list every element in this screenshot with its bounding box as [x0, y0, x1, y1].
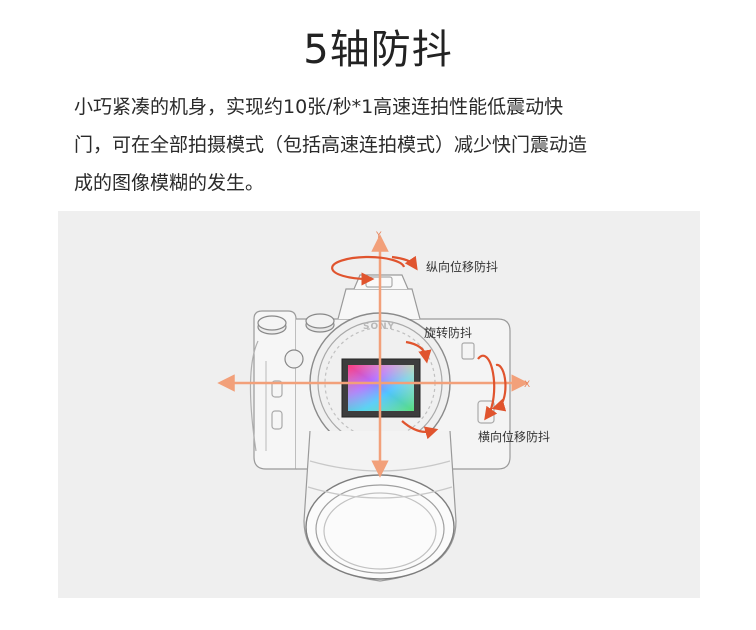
- rotation-label: 旋转防抖: [424, 325, 472, 340]
- description-line-1: 小巧紧凑的机身，实现约10张/秒*1高速连拍性能低震动快: [74, 96, 564, 118]
- description-line-3: 成的图像模糊的发生。: [74, 172, 265, 194]
- feature-description: 小巧紧凑的机身，实现约10张/秒*1高速连拍性能低震动快 门，可在全部拍摄模式（…: [74, 88, 694, 202]
- x-axis-label: X: [524, 380, 530, 390]
- rotation-arrow: [401, 340, 439, 440]
- page-title: 5轴防抖: [303, 27, 453, 73]
- vertical-shift-rotation-arrow: [331, 255, 418, 286]
- horizontal-shift-label: 横向位移防抖: [478, 429, 550, 444]
- vertical-shift-label: 纵向位移防抖: [426, 259, 498, 274]
- stabilization-diagram: SONY Y X 纵向位移防抖 旋转防抖 横向位: [58, 211, 700, 598]
- horizontal-shift-rotation-arrow: [477, 354, 507, 421]
- y-axis-label: Y: [375, 231, 382, 241]
- description-line-2: 门，可在全部拍摄模式（包括高速连拍模式）减少快门震动造: [74, 134, 588, 156]
